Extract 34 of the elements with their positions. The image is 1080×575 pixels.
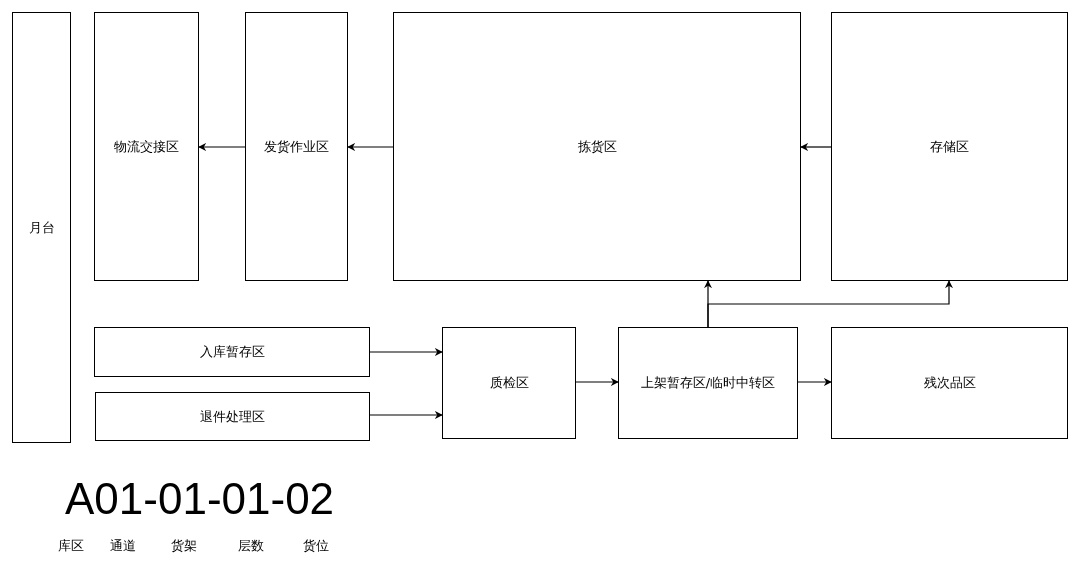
arrow	[707, 280, 953, 328]
zone-label: 物流交接区	[114, 137, 179, 156]
zone-box	[94, 327, 370, 377]
zone-label: 残次品区	[923, 374, 976, 392]
zone-label: 存储区	[930, 137, 969, 156]
arrow	[369, 348, 443, 356]
zone-box	[94, 12, 199, 281]
arrow	[800, 143, 832, 151]
arrow	[347, 143, 394, 151]
code-part-label: 层数	[238, 537, 264, 555]
arrow	[797, 378, 832, 386]
arrow	[369, 411, 443, 419]
zone-box	[831, 327, 1068, 439]
zone-box	[393, 12, 801, 281]
zone-box	[12, 12, 71, 443]
code-part-label: 货位	[303, 537, 329, 555]
arrow	[198, 143, 246, 151]
zone-label: 上架暂存区/临时中转区	[640, 374, 776, 392]
zone-box	[95, 392, 370, 441]
zone-label: 入库暂存区	[199, 343, 265, 361]
code-part-label: 通道	[110, 537, 136, 555]
zone-box	[831, 12, 1068, 281]
code-part-label: 货架	[171, 537, 197, 555]
zone-box	[618, 327, 798, 439]
zone-label: 发货作业区	[264, 137, 329, 156]
arrow	[575, 378, 619, 386]
code-part-label: 库区	[58, 537, 84, 555]
zone-label: 拣货区	[577, 137, 617, 156]
location-code: A01-01-01-02	[65, 474, 335, 524]
zone-label: 月台	[28, 218, 55, 237]
zone-box	[442, 327, 576, 439]
zone-box	[245, 12, 348, 281]
zone-label: 退件处理区	[200, 407, 265, 426]
zone-label: 质检区	[489, 374, 529, 392]
